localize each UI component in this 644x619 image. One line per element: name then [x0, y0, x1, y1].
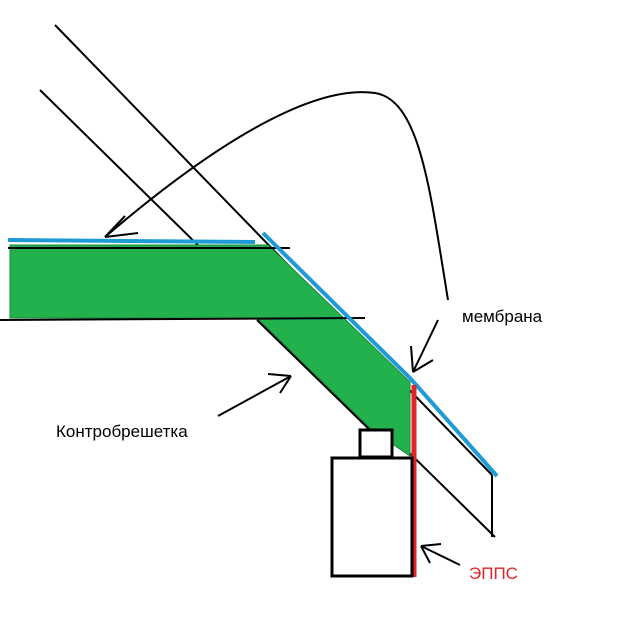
batten-bottom-edge	[0, 317, 366, 321]
membrane-slope-line	[261, 231, 499, 478]
batten-inner-edge	[256, 319, 373, 433]
wall-beam	[330, 456, 414, 578]
membrane-arrow-head	[410, 345, 434, 373]
curved-arrow-head	[104, 215, 139, 238]
epps-arrow-shaft	[420, 545, 461, 566]
membrane-label: мембрана	[462, 307, 543, 326]
curved-membrane-arrow	[104, 91, 449, 301]
membrane-arrow-shaft	[412, 319, 439, 373]
counter-batten-label: Контробрешетка	[56, 422, 188, 441]
epps-arrow-head	[420, 543, 442, 564]
membrane-line	[7, 238, 256, 244]
counter-batten-arrow-shaft	[217, 375, 292, 417]
batten-block	[358, 428, 394, 459]
epps-label: ЭППС	[469, 564, 518, 583]
counter-batten-arrow-head	[267, 373, 292, 394]
